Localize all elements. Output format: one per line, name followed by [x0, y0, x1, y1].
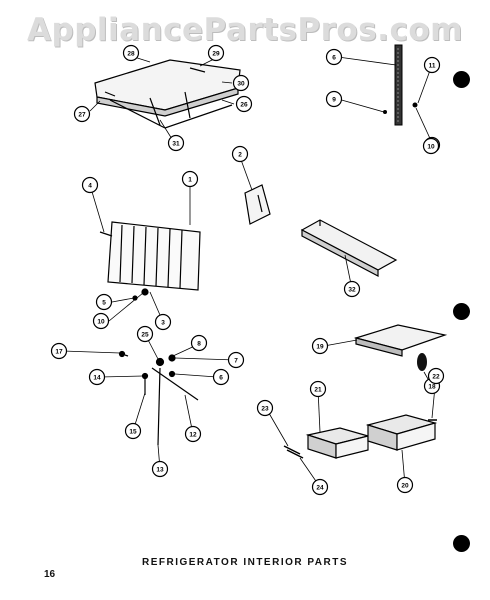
callout-11: 11: [423, 56, 441, 74]
callout-number: 5: [102, 299, 106, 306]
callout-19: 19: [311, 337, 329, 355]
callout-number: 29: [212, 50, 220, 57]
callout-17: 17: [50, 342, 68, 360]
callout-10: 10: [92, 312, 110, 330]
callout-13: 13: [151, 460, 169, 478]
callout-number: 25: [141, 331, 149, 338]
callout-6: 6: [325, 48, 343, 66]
callout-number: 9: [332, 96, 336, 103]
bracket-part: [244, 184, 271, 225]
shelf-frame-assembly: [94, 59, 241, 129]
callout-number: 20: [401, 482, 409, 489]
callout-number: 11: [429, 62, 436, 69]
callout-20: 20: [396, 476, 414, 494]
callout-number: 14: [93, 374, 101, 381]
callout-31: 31: [167, 134, 185, 152]
callout-25: 25: [136, 325, 154, 343]
callout-number: 15: [129, 428, 137, 435]
callout-number: 10: [97, 318, 105, 325]
callout-28: 28: [122, 44, 140, 62]
callout-number: 32: [348, 286, 356, 293]
callout-7: 7: [227, 351, 245, 369]
callout-2: 2: [231, 145, 249, 163]
louvered-panel: [99, 221, 201, 301]
callout-12: 12: [184, 425, 202, 443]
callout-number: 26: [240, 101, 248, 108]
callout-number: 2: [238, 151, 242, 158]
callout-29: 29: [207, 44, 225, 62]
callout-number: 10: [427, 143, 435, 150]
callout-number: 28: [127, 50, 135, 57]
drawer-slides: [283, 419, 437, 459]
callout-number: 22: [432, 373, 440, 380]
callout-labels: 1234567891011121314151617181920212223242…: [50, 44, 445, 496]
callout-number: 13: [156, 466, 164, 473]
callout-number: 24: [316, 484, 324, 491]
callout-32: 32: [343, 280, 361, 298]
callout-21: 21: [309, 380, 327, 398]
callout-number: 30: [237, 80, 245, 87]
callout-3: 3: [154, 313, 172, 331]
callout-number: 1: [188, 176, 192, 183]
callout-number: 27: [78, 111, 86, 118]
callout-15: 15: [124, 422, 142, 440]
callout-1: 1: [181, 170, 199, 188]
callout-number: 6: [219, 374, 223, 381]
callout-5: 5: [95, 293, 113, 311]
page-number: 16: [44, 569, 56, 580]
channel-rail: [300, 219, 398, 277]
callout-number: 17: [55, 348, 63, 355]
punch-hole-top: [453, 71, 470, 88]
callout-number: 23: [261, 405, 269, 412]
callout-number: 18: [428, 383, 436, 390]
callout-number: 31: [172, 140, 180, 147]
callout-26: 26: [235, 95, 253, 113]
crisper-drawer-large: [365, 414, 438, 451]
roller-clip: [417, 353, 427, 371]
callout-number: 8: [197, 340, 201, 347]
glass-shelf: [353, 324, 448, 357]
callout-number: 21: [314, 386, 322, 393]
callout-6: 6: [212, 368, 230, 386]
callout-number: 19: [316, 343, 324, 350]
callout-number: 6: [332, 54, 336, 61]
callout-27: 27: [73, 105, 91, 123]
callout-8: 8: [190, 334, 208, 352]
punch-hole-bottom: [453, 535, 470, 552]
callout-22: 22: [427, 367, 445, 385]
callout-14: 14: [88, 368, 106, 386]
callout-23: 23: [256, 399, 274, 417]
callout-4: 4: [81, 176, 99, 194]
callout-number: 7: [234, 357, 238, 364]
callout-30: 30: [232, 74, 250, 92]
callout-24: 24: [311, 478, 329, 496]
punch-hole-middle: [453, 303, 470, 320]
callout-10: 10: [422, 137, 440, 155]
diagram-caption: REFRIGERATOR INTERIOR PARTS: [141, 557, 349, 568]
callout-number: 4: [88, 182, 92, 189]
crisper-drawer-small: [305, 427, 371, 459]
callout-number: 12: [189, 431, 197, 438]
callout-number: 3: [161, 319, 165, 326]
callout-9: 9: [325, 90, 343, 108]
watermark: AppliancePartsPros.com: [27, 12, 463, 48]
rail-strip: [383, 44, 418, 126]
